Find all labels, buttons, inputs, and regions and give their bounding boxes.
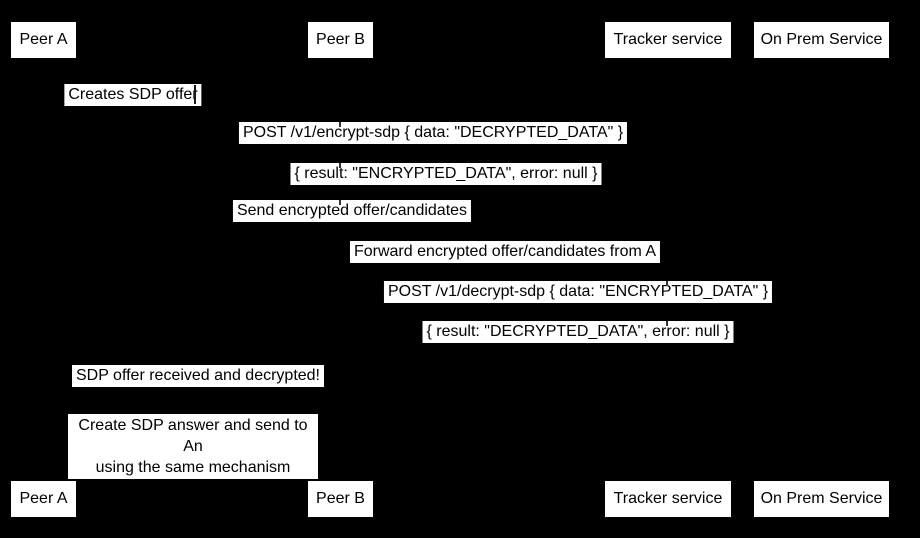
- actor-box-on-prem-service-bottom: On Prem Service: [754, 481, 889, 517]
- actor-box-peer-b-bottom: Peer B: [308, 481, 373, 517]
- actor-label-peer-a: Peer A: [19, 31, 68, 48]
- message-encrypt-result: { result: "ENCRYPTED_DATA", error: null …: [290, 163, 602, 185]
- actor-box-tracker-service-bottom: Tracker service: [605, 481, 731, 517]
- message-post-decrypt-sdp: POST /v1/decrypt-sdp { data: "ENCRYPTED_…: [383, 281, 773, 303]
- message-decrypt-result: { result: "DECRYPTED_DATA", error: null …: [422, 321, 734, 343]
- message-forward-encrypted-offer: Forward encrypted offer/candidates from …: [349, 241, 661, 263]
- message-send-encrypted-offer: Send encrypted offer/candidates: [232, 200, 472, 222]
- message-creates-sdp-offer: Creates SDP offer: [64, 84, 202, 106]
- actor-box-peer-a-top: Peer A: [11, 22, 76, 58]
- actor-box-tracker-service-top: Tracker service: [605, 22, 731, 58]
- lifeline-tick: [666, 281, 668, 286]
- actor-label-tracker-service: Tracker service: [613, 31, 723, 48]
- actor-label-peer-a: Peer A: [19, 490, 68, 507]
- actor-box-peer-b-top: Peer B: [308, 22, 373, 58]
- lifeline-tick: [339, 122, 341, 127]
- lifeline-tick: [339, 163, 341, 168]
- actor-label-peer-b: Peer B: [316, 490, 365, 507]
- actor-label-on-prem-service: On Prem Service: [760, 490, 883, 507]
- note-line-1: Create SDP answer and send to An: [78, 417, 308, 455]
- actor-label-on-prem-service: On Prem Service: [760, 31, 883, 48]
- lifeline-tick: [339, 200, 341, 205]
- actor-box-on-prem-service-top: On Prem Service: [754, 22, 889, 58]
- self-loop-line-sliver: [194, 85, 196, 104]
- lifeline-tick: [666, 321, 668, 326]
- actor-box-peer-a-bottom: Peer A: [11, 481, 76, 517]
- actor-label-peer-b: Peer B: [316, 31, 365, 48]
- message-post-encrypt-sdp: POST /v1/encrypt-sdp { data: "DECRYPTED_…: [238, 122, 628, 144]
- actor-label-tracker-service: Tracker service: [613, 490, 723, 507]
- note-line-2: using the same mechanism: [95, 459, 291, 476]
- note-create-sdp-answer: Create SDP answer and send to An using t…: [68, 414, 318, 479]
- message-sdp-offer-received: SDP offer received and decrypted!: [72, 365, 324, 387]
